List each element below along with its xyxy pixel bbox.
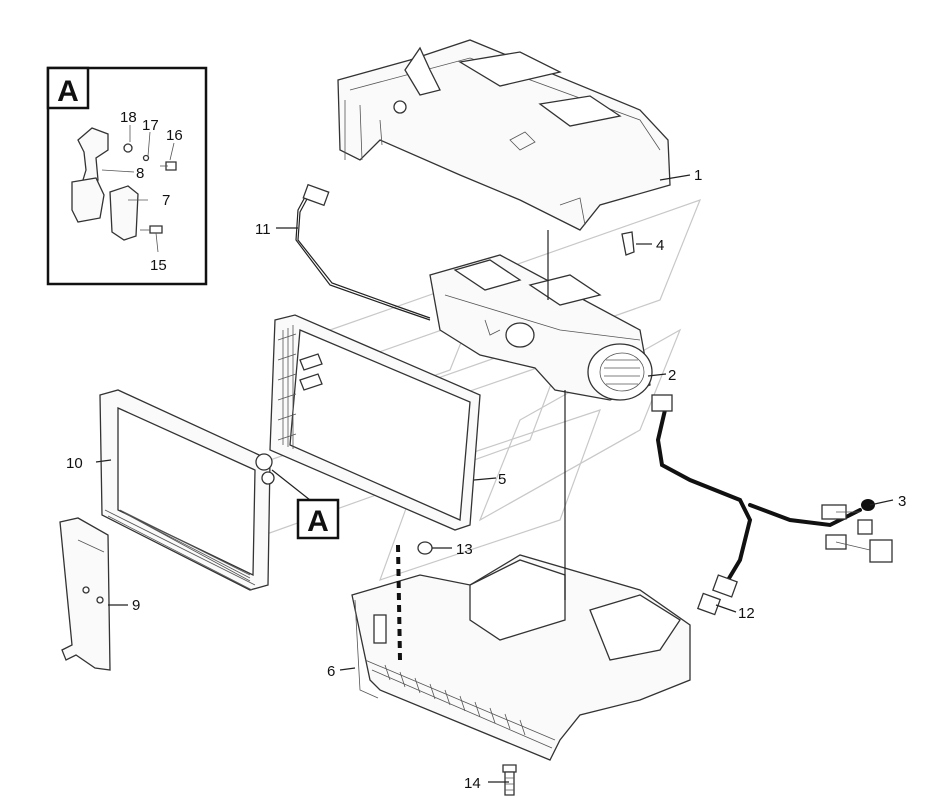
callout-5: 5 [498, 471, 506, 488]
callout-14: 14 [464, 775, 481, 792]
wiring-harness [651, 394, 893, 587]
bolt [502, 764, 517, 796]
blower-fan-unit [429, 254, 653, 401]
detail-inset: A [46, 66, 208, 286]
callout-labels: 1 2 3 4 5 6 7 8 9 10 11 12 13 14 15 16 1… [66, 109, 906, 792]
temperature-sensor-cable [295, 183, 431, 321]
lower-housing [351, 554, 691, 761]
callout-7: 7 [162, 192, 170, 209]
callout-8: 8 [136, 165, 144, 182]
callout-9: 9 [132, 597, 140, 614]
callout-13: 13 [456, 541, 473, 558]
upper-housing-cover [337, 39, 671, 231]
callout-3: 3 [898, 493, 906, 510]
callout-15: 15 [150, 257, 167, 274]
callout-17: 17 [142, 117, 159, 134]
leader-lines [95, 174, 894, 783]
grommet [417, 541, 433, 555]
retaining-clip [621, 231, 635, 256]
callout-11: 11 [255, 221, 271, 238]
evaporator-core [269, 314, 481, 531]
detail-reference-box: A [296, 498, 340, 540]
mounting-bracket [59, 517, 111, 671]
callout-1: 1 [694, 167, 702, 184]
detail-reference-label: A [307, 505, 329, 538]
callout-12: 12 [738, 605, 755, 622]
callout-18: 18 [120, 109, 137, 126]
inset-label: A [57, 75, 79, 108]
callout-2: 2 [668, 367, 676, 384]
callout-6: 6 [327, 663, 335, 680]
callout-16: 16 [166, 127, 183, 144]
heater-core [99, 389, 275, 591]
callout-4: 4 [656, 237, 664, 254]
pressure-switch [696, 574, 738, 616]
callout-10: 10 [66, 455, 83, 472]
